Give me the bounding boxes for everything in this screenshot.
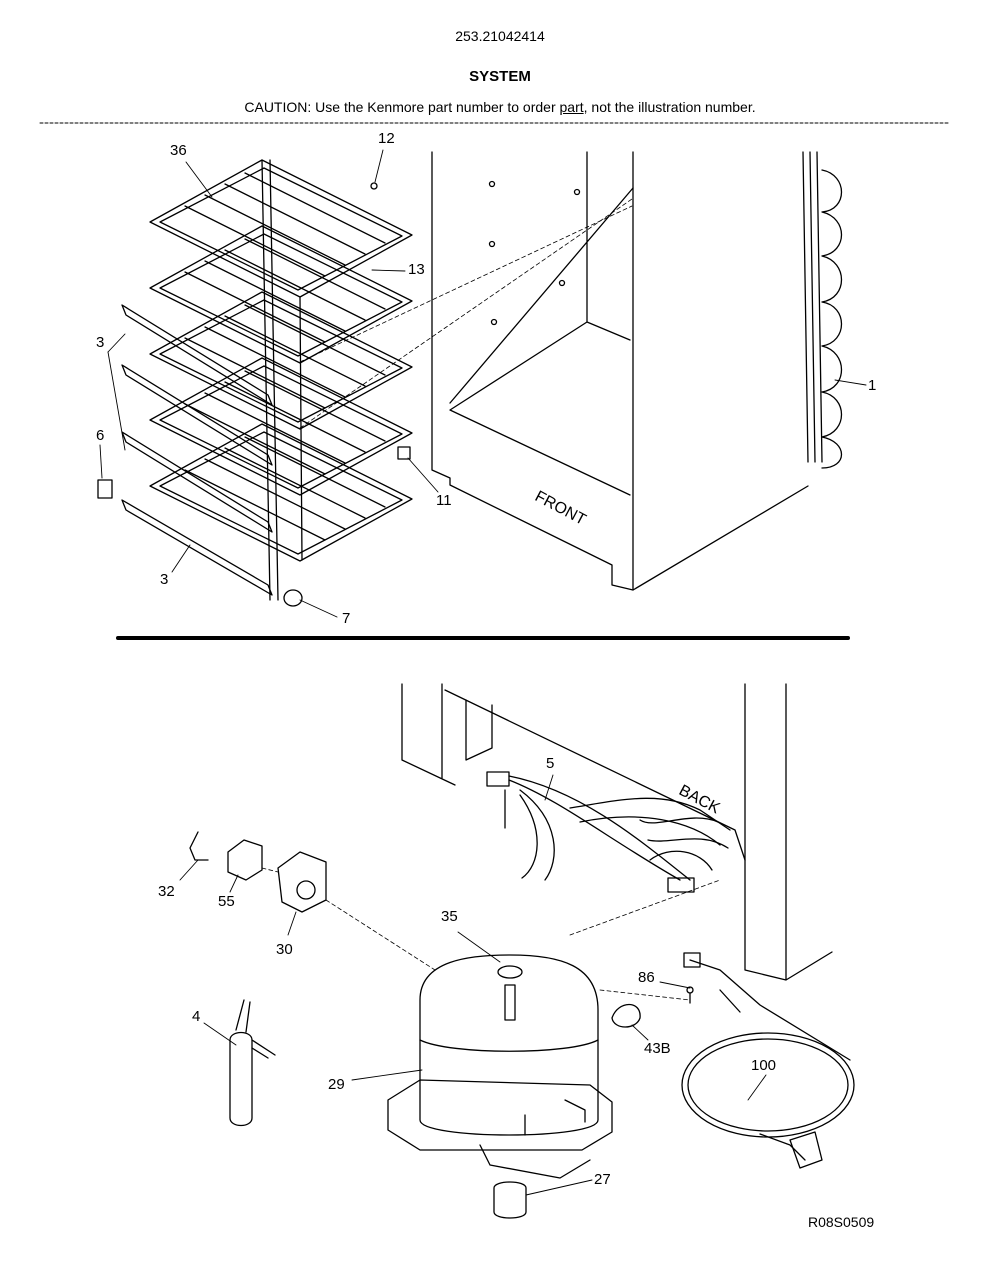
callout-35[interactable]: 35 <box>441 908 458 925</box>
caution-prefix: CAUTION: Use the Kenmore part number to … <box>244 99 560 115</box>
caution-part-link[interactable]: part <box>559 99 584 115</box>
caution-note: CAUTION: Use the Kenmore part number to … <box>0 99 1000 115</box>
callout-leaders-bottom <box>179 774 767 1196</box>
shelf-clip-part <box>97 479 113 499</box>
callout-30[interactable]: 30 <box>276 941 293 958</box>
callout-11[interactable]: 11 <box>436 492 452 509</box>
cabinet-liner <box>299 151 809 591</box>
callout-55[interactable]: 55 <box>218 893 235 910</box>
callout-6[interactable]: 6 <box>96 427 105 444</box>
evaporator-shelf-assembly <box>97 159 413 607</box>
callout-36[interactable]: 36 <box>170 142 187 159</box>
evaporator-shelf <box>149 225 413 364</box>
cord-clamp-part <box>611 986 741 1028</box>
callout-1[interactable]: 1 <box>868 377 877 394</box>
evaporator-riser-tube <box>261 159 303 601</box>
screw-part <box>370 182 378 190</box>
callout-86[interactable]: 86 <box>638 969 655 986</box>
callout-13[interactable]: 13 <box>408 261 425 278</box>
assembly-lines-bottom <box>261 867 721 1001</box>
cabinet-back-bottom <box>401 683 833 981</box>
callout-3[interactable]: 3 <box>96 334 105 351</box>
evaporator-shelf <box>149 291 413 430</box>
filter-drier-part <box>229 999 276 1127</box>
compressor-part <box>387 954 613 1219</box>
callout-43b[interactable]: 43B <box>644 1040 671 1057</box>
condenser-tube-bottom <box>639 817 729 871</box>
section-title: SYSTEM <box>469 68 531 85</box>
drawing-code: R08S0509 <box>808 1214 875 1230</box>
callout-32[interactable]: 32 <box>158 883 175 900</box>
callout-leaders-top <box>99 149 867 618</box>
callout-5[interactable]: 5 <box>546 755 555 772</box>
caution-suffix: , not the illustration number. <box>583 99 756 115</box>
callout-100[interactable]: 100 <box>751 1057 777 1074</box>
evaporator-shelf <box>149 159 413 298</box>
side-condenser-coil <box>802 151 843 469</box>
wiring-harness-part <box>486 771 731 893</box>
callout-7[interactable]: 7 <box>342 610 351 627</box>
bracket-part <box>397 446 411 460</box>
evaporator-shelf <box>149 357 413 496</box>
callout-4[interactable]: 4 <box>192 1008 201 1025</box>
overload-relay-parts <box>189 831 327 913</box>
model-number: 253.21042414 <box>455 28 545 44</box>
power-cord-part <box>681 952 855 1169</box>
shelf-support-rail <box>121 304 273 596</box>
callout-3-lower[interactable]: 3 <box>160 571 169 588</box>
grommet-part <box>283 589 303 607</box>
callout-12[interactable]: 12 <box>378 130 395 147</box>
evaporator-shelf <box>149 423 413 562</box>
callout-27[interactable]: 27 <box>594 1171 611 1188</box>
callout-29[interactable]: 29 <box>328 1076 345 1093</box>
